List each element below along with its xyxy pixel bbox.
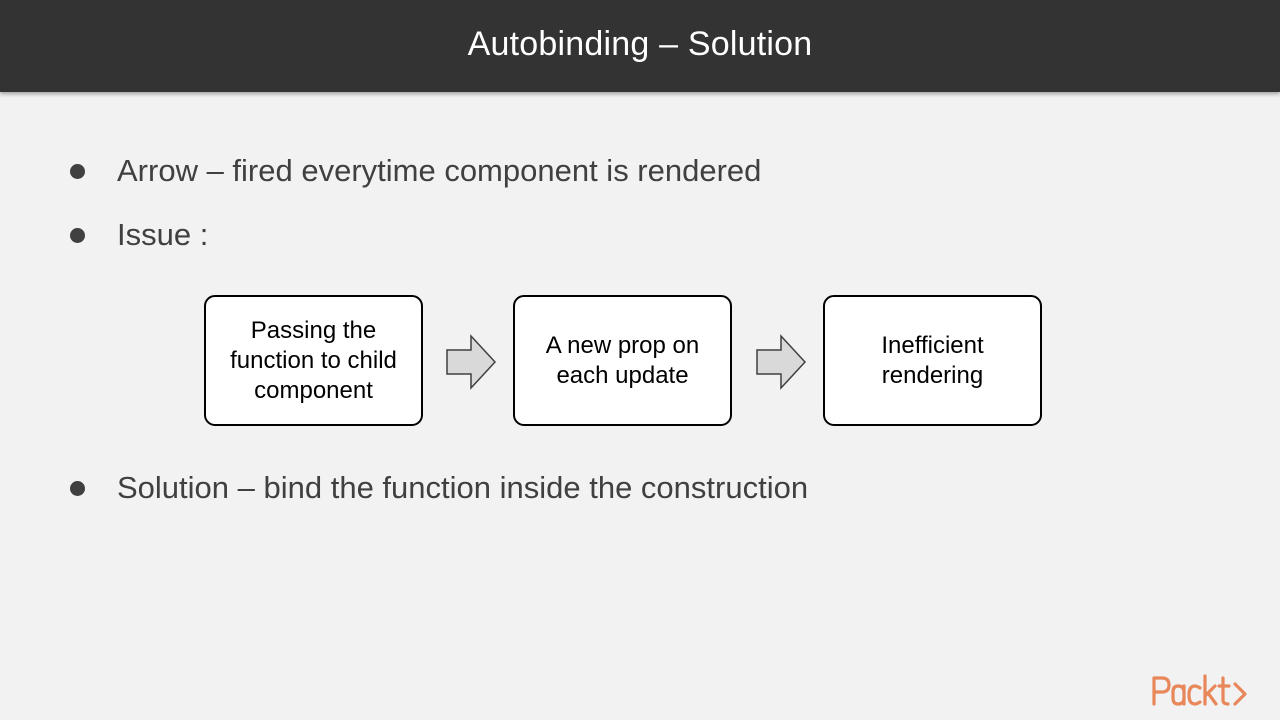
right-arrow-icon	[756, 334, 807, 390]
bullet-text: Arrow – fired everytime component is ren…	[117, 153, 762, 188]
bullet-item: Issue :	[70, 217, 208, 253]
packt-logo	[1152, 674, 1247, 706]
bullet-text: Solution – bind the function inside the …	[117, 470, 809, 505]
bullet-item: Solution – bind the function inside the …	[70, 470, 808, 506]
bullet-dot-icon	[70, 480, 85, 496]
flow-box-inefficient-rendering: Inefficient rendering	[823, 295, 1042, 426]
slide-title: Autobinding – Solution	[467, 24, 813, 63]
bullet-text: Issue :	[117, 217, 209, 252]
flow-box-label: Passing the function to child component	[230, 316, 397, 404]
bullet-dot-icon	[70, 163, 85, 179]
flow-box-new-prop: A new prop on each update	[513, 295, 732, 426]
flow-box-passing-function: Passing the function to child component	[204, 295, 423, 426]
bullet-dot-icon	[70, 227, 85, 243]
title-bar: Autobinding – Solution	[0, 0, 1280, 92]
bullet-item: Arrow – fired everytime component is ren…	[70, 153, 761, 189]
flow-box-label: A new prop on each update	[545, 331, 700, 389]
right-arrow-icon	[446, 334, 497, 390]
flow-box-label: Inefficient rendering	[881, 331, 984, 389]
